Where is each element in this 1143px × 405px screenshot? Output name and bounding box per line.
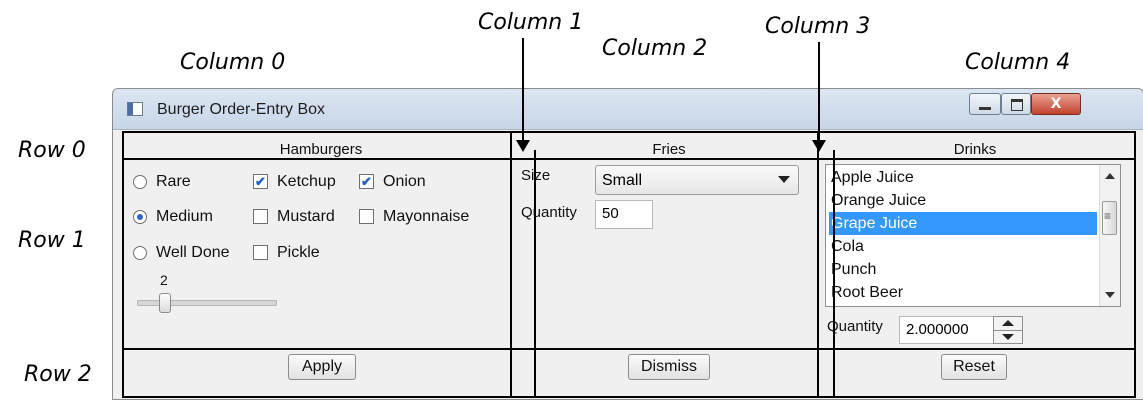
grid-row-1-bottom — [122, 348, 1136, 350]
column-1-arrowhead — [516, 140, 530, 152]
drinks-quantity-spinner[interactable] — [993, 316, 1023, 344]
drink-item-apple-juice[interactable]: Apple Juice — [831, 169, 914, 186]
hamburgers-header: Hamburgers — [279, 141, 363, 158]
grid-outline-top — [122, 131, 1136, 133]
size-dropdown[interactable]: Small — [595, 165, 799, 195]
slider-track[interactable] — [137, 300, 277, 306]
onion-label: Onion — [383, 173, 426, 190]
column-3-label: Column 3 — [765, 14, 871, 39]
minimize-button[interactable] — [969, 93, 1001, 115]
column-1-label: Column 1 — [478, 10, 584, 35]
grid-col-0-right — [510, 131, 512, 398]
fries-quantity-label: Quantity — [521, 204, 577, 221]
pickle-label: Pickle — [277, 244, 320, 261]
spin-up-icon[interactable] — [994, 317, 1022, 331]
drinks-quantity-label: Quantity — [827, 318, 883, 335]
well-done-radio[interactable] — [133, 246, 147, 260]
client-area: Hamburgers Fries Drinks Rare Medium Well… — [123, 133, 1131, 391]
ketchup-label: Ketchup — [277, 173, 336, 190]
apply-button[interactable]: Apply — [288, 354, 356, 380]
size-selected-value: Small — [602, 172, 643, 189]
fries-header: Fries — [652, 141, 686, 158]
grid-col-2-right — [817, 131, 819, 398]
app-icon — [127, 102, 143, 116]
grid-outline-left — [122, 131, 124, 398]
fries-quantity-input[interactable]: 50 — [595, 200, 653, 229]
grid-outline-bottom — [122, 396, 1136, 398]
maximize-icon — [1011, 99, 1023, 111]
scroll-up-icon[interactable] — [1105, 173, 1115, 179]
row-0-label: Row 0 — [18, 138, 86, 163]
column-3-arrow-line — [818, 42, 820, 142]
drinks-header: Drinks — [953, 141, 997, 158]
chevron-down-icon — [778, 176, 790, 183]
medium-label: Medium — [156, 208, 213, 225]
dismiss-button[interactable]: Dismiss — [628, 354, 710, 380]
mustard-label: Mustard — [277, 208, 335, 225]
ketchup-checkbox[interactable]: ✔ — [253, 174, 268, 189]
column-3-arrowhead — [812, 140, 826, 152]
maximize-button[interactable] — [1001, 93, 1031, 115]
well-done-label: Well Done — [156, 244, 230, 261]
window-title: Burger Order-Entry Box — [157, 101, 326, 118]
close-icon: X — [1050, 96, 1062, 112]
fries-quantity-value: 50 — [602, 205, 619, 222]
mayonnaise-label: Mayonnaise — [383, 208, 470, 225]
drinks-quantity-input[interactable]: 2.000000 — [899, 316, 995, 344]
row-1-label: Row 1 — [18, 228, 86, 253]
burger-order-window: Burger Order-Entry Box X Hamburgers Frie… — [112, 88, 1143, 400]
drinks-listbox[interactable]: Apple Juice Orange Juice Grape Juice Col… — [825, 164, 1121, 307]
drink-item-punch[interactable]: Punch — [831, 261, 877, 278]
grid-col-3-right — [833, 150, 835, 398]
column-4-label: Column 4 — [965, 50, 1071, 75]
medium-radio[interactable] — [133, 210, 147, 224]
slider-value: 2 — [160, 272, 168, 288]
grid-row-0-bottom — [122, 158, 1136, 160]
row-2-label: Row 2 — [24, 362, 92, 387]
rare-radio[interactable] — [133, 175, 147, 189]
slider-thumb[interactable] — [159, 293, 171, 313]
minimize-icon — [979, 107, 991, 110]
drink-item-grape-juice[interactable]: Grape Juice — [829, 212, 1097, 235]
mustard-checkbox[interactable] — [253, 209, 268, 224]
title-bar[interactable]: Burger Order-Entry Box X — [113, 89, 1143, 130]
close-button[interactable]: X — [1031, 93, 1081, 115]
reset-button[interactable]: Reset — [941, 354, 1007, 380]
rare-label: Rare — [156, 173, 191, 190]
drink-item-root-beer[interactable]: Root Beer — [831, 284, 904, 301]
drink-item-cola[interactable]: Cola — [831, 238, 864, 255]
pickle-checkbox[interactable] — [253, 245, 268, 260]
scroll-thumb[interactable] — [1102, 201, 1117, 235]
onion-checkbox[interactable]: ✔ — [359, 174, 374, 189]
mayonnaise-checkbox[interactable] — [359, 209, 374, 224]
column-2-label: Column 2 — [602, 36, 708, 61]
drink-item-orange-juice[interactable]: Orange Juice — [831, 192, 927, 209]
drinks-scrollbar[interactable] — [1099, 165, 1120, 306]
column-0-label: Column 0 — [180, 50, 286, 75]
scroll-down-icon[interactable] — [1105, 292, 1115, 298]
grid-col-1-right — [534, 150, 536, 398]
grid-outline-right — [1134, 131, 1136, 398]
drinks-quantity-value: 2.000000 — [906, 321, 969, 338]
column-1-arrow-line — [522, 38, 524, 140]
